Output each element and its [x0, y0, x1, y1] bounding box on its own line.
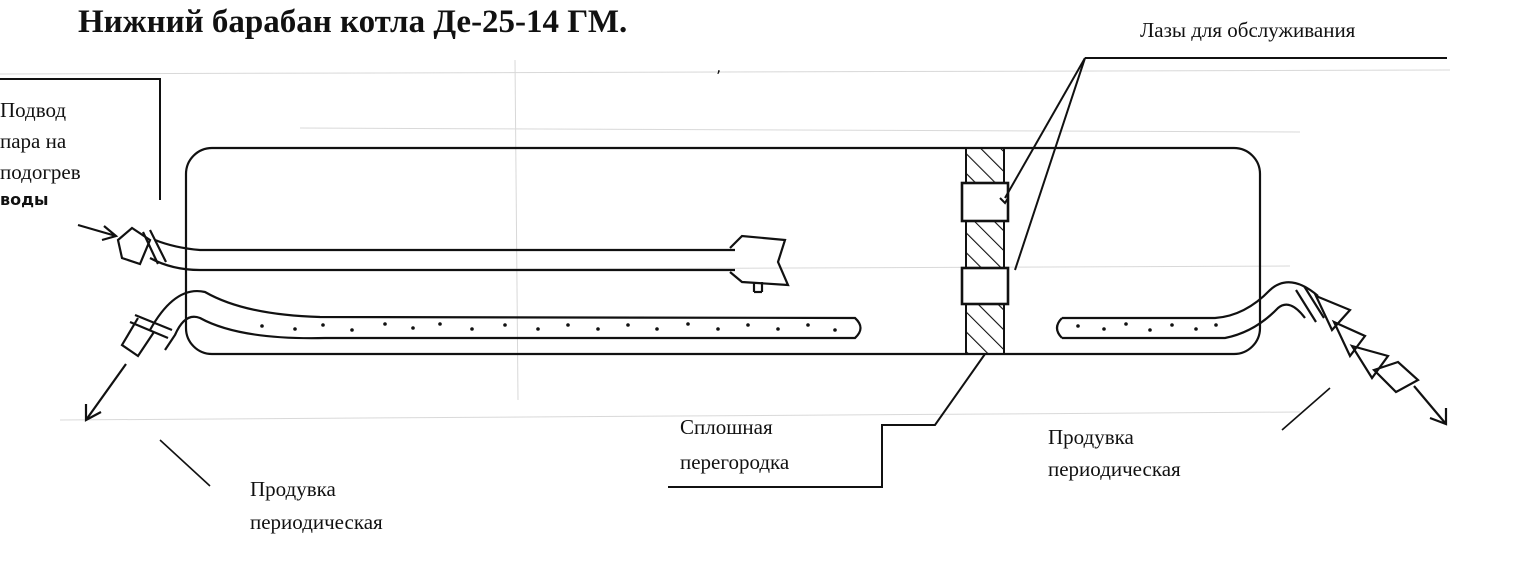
manholes-leader	[999, 57, 1447, 271]
steam-supply-label-2: пара на	[0, 129, 67, 153]
blowdown-right-leader	[1281, 387, 1331, 431]
stray-mark: ʼ	[716, 67, 721, 86]
diagram-title: Нижний барабан котла Де-25-14 ГМ.	[78, 4, 628, 40]
partition-leader	[668, 353, 986, 488]
manhole-upper	[960, 181, 1010, 223]
manholes-label: Лазы для обслуживания	[1140, 18, 1356, 42]
blowdown-left-leader	[159, 439, 211, 487]
background-artifacts	[0, 59, 1451, 421]
blowdown-left-label-2: периодическая	[250, 510, 383, 534]
blowdown-left-label-1: Продувка	[250, 477, 336, 501]
blowdown-pipe-right	[1055, 281, 1448, 426]
blowdown-right-label-2: периодическая	[1048, 457, 1181, 481]
blowdown-right-label-1: Продувка	[1048, 425, 1134, 449]
blowdown-left-holes	[260, 322, 837, 332]
partition-label-2: перегородка	[680, 450, 790, 474]
partition-label-1: Сплошная	[680, 415, 773, 439]
steam-pipe	[77, 223, 790, 294]
steam-supply-label-4: воды	[0, 190, 49, 209]
steam-label-box	[0, 78, 161, 200]
steam-supply-label-3: подогрев	[0, 160, 81, 184]
blowdown-pipe-left	[84, 289, 862, 422]
drum-body	[184, 146, 1262, 356]
blowdown-right-holes	[1076, 322, 1218, 332]
steam-supply-label-1: Подвод	[0, 98, 67, 122]
partition-wall	[965, 147, 1005, 355]
manhole-lower	[960, 266, 1010, 306]
